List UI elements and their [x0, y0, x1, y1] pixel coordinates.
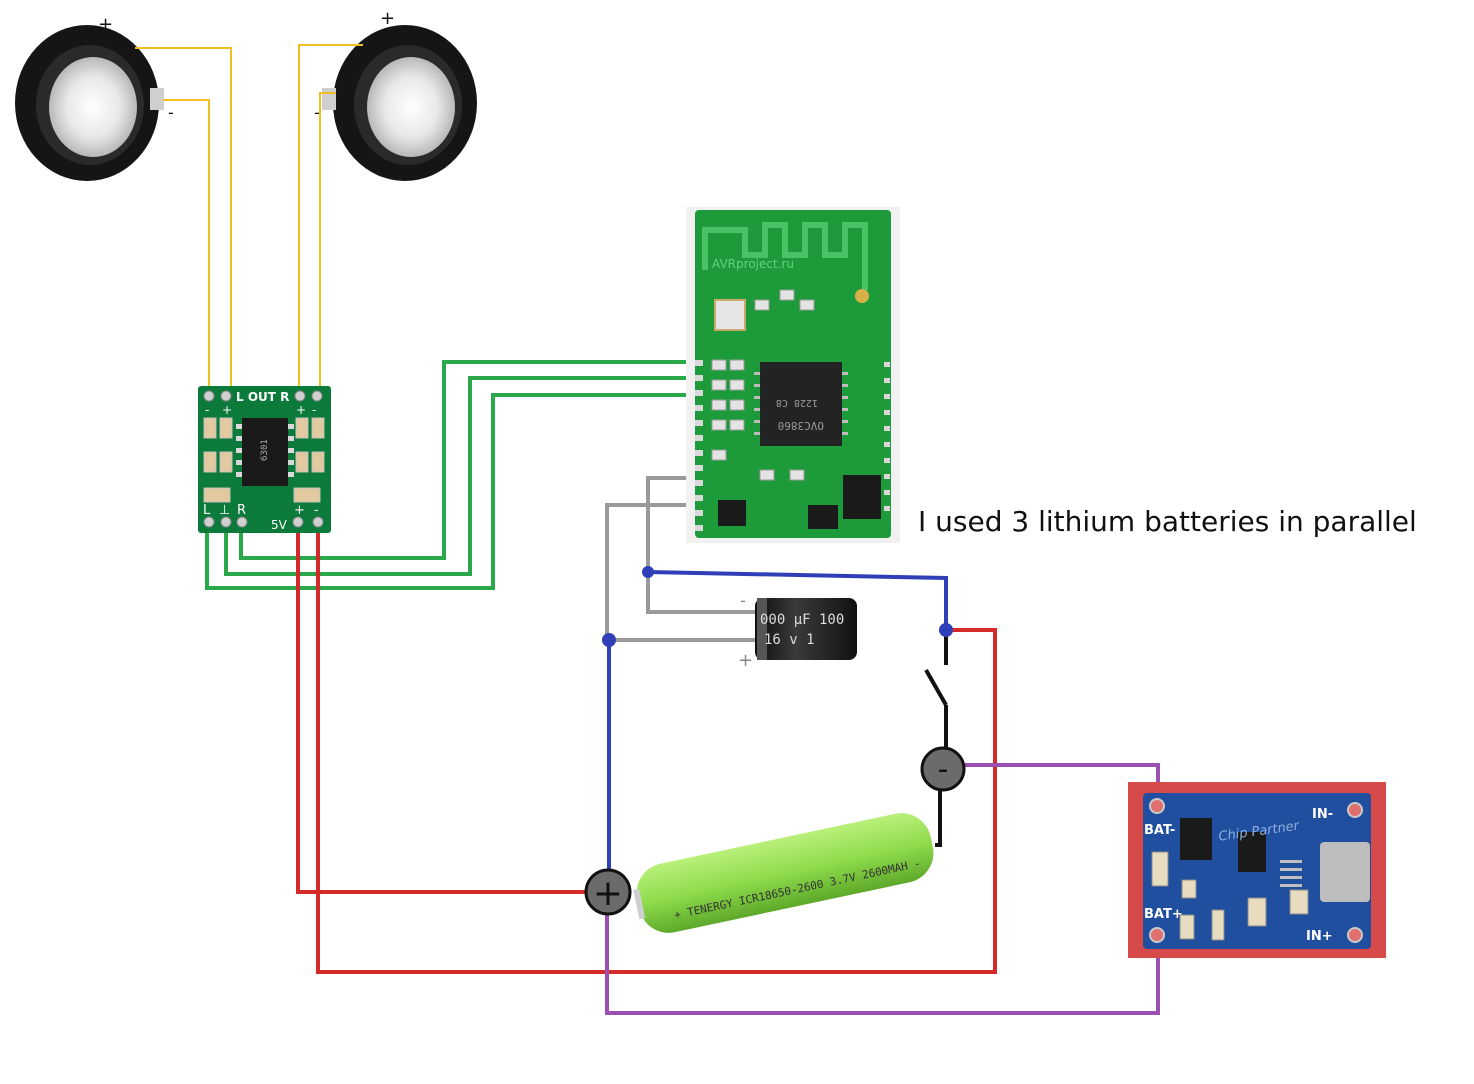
charger-in-plus-label: IN+ [1306, 929, 1333, 944]
ground-wires [605, 476, 760, 642]
speaker-right-minus-label: - [314, 103, 320, 122]
positive-wires [296, 528, 997, 974]
battery-plus-symbol: + [593, 873, 623, 914]
capacitor-plus-label: + [738, 650, 753, 671]
battery-18650 [633, 813, 934, 933]
junction-dot [939, 623, 953, 637]
battery-minus-junction [920, 746, 966, 792]
battery-plus-junction [584, 868, 632, 916]
capacitor [755, 598, 857, 660]
amp-chip-text: 6301 [260, 439, 270, 461]
battery-minus-symbol: - [938, 752, 949, 787]
charger-bat-minus-label: BAT- [1144, 823, 1175, 838]
capacitor-text-line1: 000 µF 100 [760, 612, 844, 628]
amp-ground-label: ⊥ [219, 503, 230, 518]
amp-plus-left-label: + [222, 403, 232, 417]
amp-plus-right-label: + [296, 403, 306, 417]
bt-chip-line1: 1228 C8 [776, 397, 818, 408]
speaker-wires [135, 44, 363, 390]
negative-wires [607, 570, 948, 892]
charger-board [1128, 782, 1386, 958]
charger-in-minus-label: IN- [1312, 807, 1333, 822]
bt-silkscreen: AVRproject.ru [712, 257, 794, 271]
junction-dot [602, 633, 616, 647]
bt-chip-line2: OVC3860 [778, 419, 824, 432]
amp-left-input-label: L [203, 503, 211, 518]
capacitor-minus-label: - [740, 591, 746, 610]
amp-supply-label: 5V [271, 518, 288, 532]
speaker-left-plus-label: + [98, 14, 113, 35]
amp-supply-plus-label: + [294, 503, 305, 518]
note-text: I used 3 lithium batteries in parallel [918, 505, 1417, 538]
charger-bat-plus-label: BAT+ [1144, 907, 1183, 922]
capacitor-text-line2: 16 v 1 [764, 632, 815, 648]
speaker-right [322, 25, 477, 181]
speaker-left [15, 25, 164, 181]
speaker-right-plus-label: + [380, 8, 395, 29]
power-switch [924, 630, 948, 847]
speaker-left-minus-label: - [168, 103, 174, 122]
junction-dot [642, 566, 654, 578]
amp-minus-left-label: - [205, 403, 209, 417]
amplifier-board [198, 386, 331, 533]
bluetooth-module [686, 207, 900, 543]
amp-minus-right-label: - [312, 403, 316, 417]
amp-supply-minus-label: - [314, 503, 319, 518]
amp-out-label: L OUT R [236, 390, 289, 404]
audio-wires [205, 360, 695, 590]
amp-right-input-label: R [237, 503, 246, 518]
